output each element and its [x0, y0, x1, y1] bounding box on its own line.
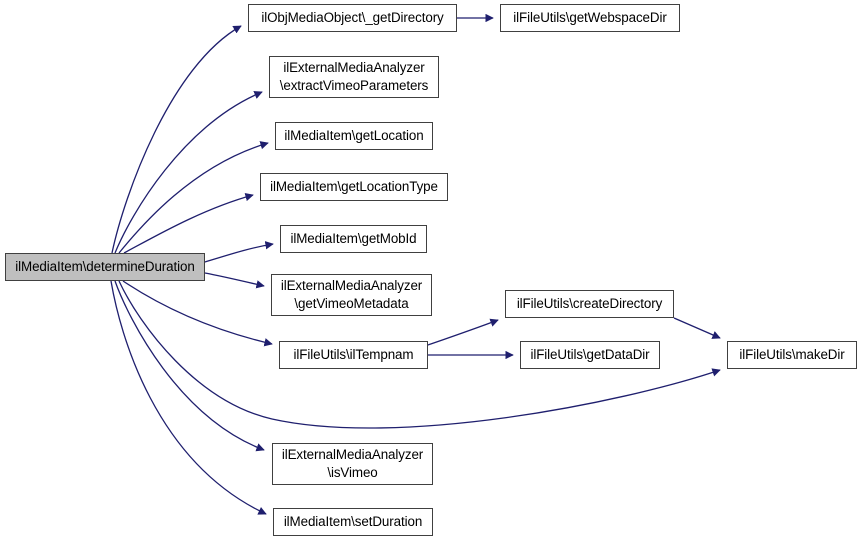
- node-label-determineDuration: ilMediaItem\determineDuration: [15, 258, 195, 274]
- call-graph-node-extractVimeoParameters[interactable]: ilExternalMediaAnalyzer \extractVimeoPar…: [269, 56, 439, 98]
- node-label-getLocationType: ilMediaItem\getLocationType: [270, 178, 438, 194]
- node-label-extractVimeoParameters: ilExternalMediaAnalyzer \extractVimeoPar…: [279, 59, 429, 94]
- call-graph-node-determineDuration[interactable]: ilMediaItem\determineDuration: [5, 253, 205, 281]
- node-label-getDataDir: ilFileUtils\getDataDir: [530, 346, 650, 362]
- node-label-makeDir: ilFileUtils\makeDir: [739, 346, 845, 362]
- call-graph-node-getDirectory[interactable]: ilObjMediaObject\_getDirectory: [248, 4, 457, 32]
- node-label-ilTempnam: ilFileUtils\ilTempnam: [293, 346, 414, 362]
- node-label-getDirectory: ilObjMediaObject\_getDirectory: [261, 9, 444, 25]
- node-label-getMobId: ilMediaItem\getMobId: [290, 230, 417, 246]
- call-graph-edges: [110, 13, 721, 515]
- call-graph-node-isVimeo[interactable]: ilExternalMediaAnalyzer \isVimeo: [272, 443, 433, 485]
- call-graph-node-makeDir[interactable]: ilFileUtils\makeDir: [727, 341, 857, 369]
- call-edge-determineDuration-to-getVimeoMetadata: [204, 272, 265, 289]
- node-label-isVimeo: ilExternalMediaAnalyzer \isVimeo: [281, 446, 424, 481]
- call-graph-node-createDirectory[interactable]: ilFileUtils\createDirectory: [505, 290, 674, 318]
- call-edge-determineDuration-to-getLocationType: [123, 192, 254, 254]
- call-edge-determineDuration-to-setDuration: [110, 280, 267, 515]
- call-edge-determineDuration-to-getDirectory: [111, 25, 242, 254]
- call-graph-node-ilTempnam[interactable]: ilFileUtils\ilTempnam: [279, 341, 428, 369]
- call-edge-ilTempnam-to-createDirectory: [427, 318, 499, 346]
- call-graph-node-getMobId[interactable]: ilMediaItem\getMobId: [280, 225, 427, 253]
- call-edge-createDirectory-to-makeDir: [673, 317, 721, 339]
- node-label-getLocation: ilMediaItem\getLocation: [284, 127, 424, 143]
- call-edge-determineDuration-to-getMobId: [204, 241, 274, 263]
- call-graph-node-getLocation[interactable]: ilMediaItem\getLocation: [275, 122, 433, 150]
- node-label-createDirectory: ilFileUtils\createDirectory: [516, 295, 663, 311]
- call-graph-node-getVimeoMetadata[interactable]: ilExternalMediaAnalyzer \getVimeoMetadat…: [271, 274, 432, 316]
- call-graph-node-getWebspaceDir[interactable]: ilFileUtils\getWebspaceDir: [500, 4, 680, 32]
- call-edge-determineDuration-to-ilTempnam: [122, 280, 273, 347]
- call-edge-determineDuration-to-makeDir: [118, 280, 721, 429]
- node-label-getWebspaceDir: ilFileUtils\getWebspaceDir: [513, 9, 667, 25]
- call-edge-determineDuration-to-extractVimeoParameters: [114, 91, 263, 254]
- call-graph-node-setDuration[interactable]: ilMediaItem\setDuration: [273, 508, 433, 536]
- call-edge-determineDuration-to-isVimeo: [114, 280, 265, 452]
- call-graph-node-getDataDir[interactable]: ilFileUtils\getDataDir: [520, 341, 660, 369]
- call-graph-node-getLocationType[interactable]: ilMediaItem\getLocationType: [260, 173, 448, 201]
- node-label-setDuration: ilMediaItem\setDuration: [283, 513, 423, 529]
- node-label-getVimeoMetadata: ilExternalMediaAnalyzer \getVimeoMetadat…: [280, 277, 423, 312]
- call-edge-determineDuration-to-getLocation: [118, 141, 269, 254]
